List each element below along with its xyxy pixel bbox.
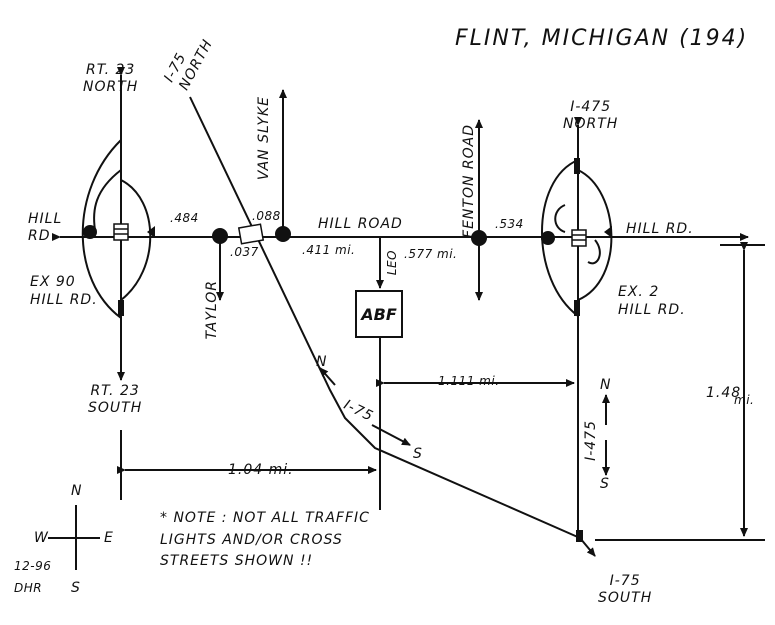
rt23-north-l2: NORTH xyxy=(83,79,139,95)
i75-s-mark: S xyxy=(413,446,423,462)
ex2-l1: EX. 2 xyxy=(618,284,660,300)
signal-marker xyxy=(275,226,291,242)
fenton-road-label: FENTON ROAD xyxy=(461,124,477,238)
compass-w: W xyxy=(34,530,49,546)
ex2-label: EX. 2 HILL RD. xyxy=(618,285,686,317)
hill-rd-left-label: HILL RD xyxy=(28,212,62,243)
i75-n-mark: N xyxy=(316,354,328,370)
rt23-north-label: RT. 23 NORTH xyxy=(83,63,138,94)
leo-label: LEO xyxy=(385,250,399,276)
hill-rd-left-l1: HILL xyxy=(28,211,63,227)
i75-south-l1: I-75 xyxy=(609,573,641,589)
signature-initials: DHR xyxy=(14,581,43,595)
rt23-south-l2: SOUTH xyxy=(88,400,143,416)
taylor-label: TAYLOR xyxy=(204,280,220,340)
hill-road-center-label: HILL ROAD xyxy=(318,216,403,232)
i475-north-l2: NORTH xyxy=(563,116,619,132)
abf-label: ABF xyxy=(361,304,397,324)
signal-marker xyxy=(212,228,228,244)
hill-rd-left-l2: RD xyxy=(28,228,51,244)
note-line-1: * NOTE : NOT ALL TRAFFIC xyxy=(160,510,370,526)
compass-s: S xyxy=(71,580,81,596)
i75-south-label: I-75 SOUTH xyxy=(598,574,652,605)
ex90-l2: HILL RD. xyxy=(30,292,98,308)
rt23-south-label: RT. 23 SOUTH xyxy=(88,384,142,415)
rt23-north-l1: RT. 23 xyxy=(85,62,136,78)
distance-037: .037 xyxy=(230,245,259,259)
van-slyke-label: VAN SLYKE xyxy=(256,96,272,181)
distance-148-l2: mi. xyxy=(734,393,755,407)
signature: 12-96 DHR xyxy=(14,560,51,594)
signal-marker xyxy=(471,230,487,246)
ex2-l2: HILL RD. xyxy=(618,302,686,318)
i475-s-mark: S xyxy=(600,476,610,492)
distance-104: 1.04 mi. xyxy=(228,462,294,478)
hill-rd-right-label: HILL RD. xyxy=(626,221,694,237)
distance-088: .088 xyxy=(252,209,281,223)
note-line-2: LIGHTS AND/OR CROSS xyxy=(160,531,343,548)
distance-148: 1.48 mi. xyxy=(706,386,754,406)
signal-marker xyxy=(83,225,97,239)
i475-north-label: I-475 NORTH xyxy=(563,100,618,131)
distance-484: .484 xyxy=(170,211,199,225)
compass-n: N xyxy=(71,483,83,499)
rt23-south-l1: RT. 23 xyxy=(90,383,140,399)
distance-534: .534 xyxy=(495,217,524,231)
abf-destination: ABF xyxy=(355,290,403,338)
distance-411: .411 mi. xyxy=(302,243,356,257)
distance-148-l1: 1.48 xyxy=(706,385,742,401)
note-line-3: STREETS SHOWN !! xyxy=(160,553,314,570)
map-title: FLINT, MICHIGAN (194) xyxy=(455,26,749,51)
i75-south-l2: SOUTH xyxy=(598,590,653,606)
traffic-note: * NOTE : NOT ALL TRAFFIC LIGHTS AND/OR C… xyxy=(160,508,370,573)
i475-north-l1: I-475 xyxy=(570,99,612,115)
signature-date: 12-96 xyxy=(14,559,52,573)
signal-marker xyxy=(541,231,555,245)
i75-line xyxy=(189,96,581,539)
fenton-road-text: FENTON ROAD xyxy=(461,124,477,238)
distance-1111: 1.111 mi. xyxy=(438,374,500,388)
compass-e: E xyxy=(104,530,114,546)
distance-577: .577 mi. xyxy=(404,247,458,261)
i475-vertical-label: I-475 xyxy=(583,420,599,461)
ex90-l1: EX 90 xyxy=(30,274,76,290)
ex90-label: EX 90 HILL RD. xyxy=(30,275,98,307)
i475-n-mark: N xyxy=(600,377,612,393)
